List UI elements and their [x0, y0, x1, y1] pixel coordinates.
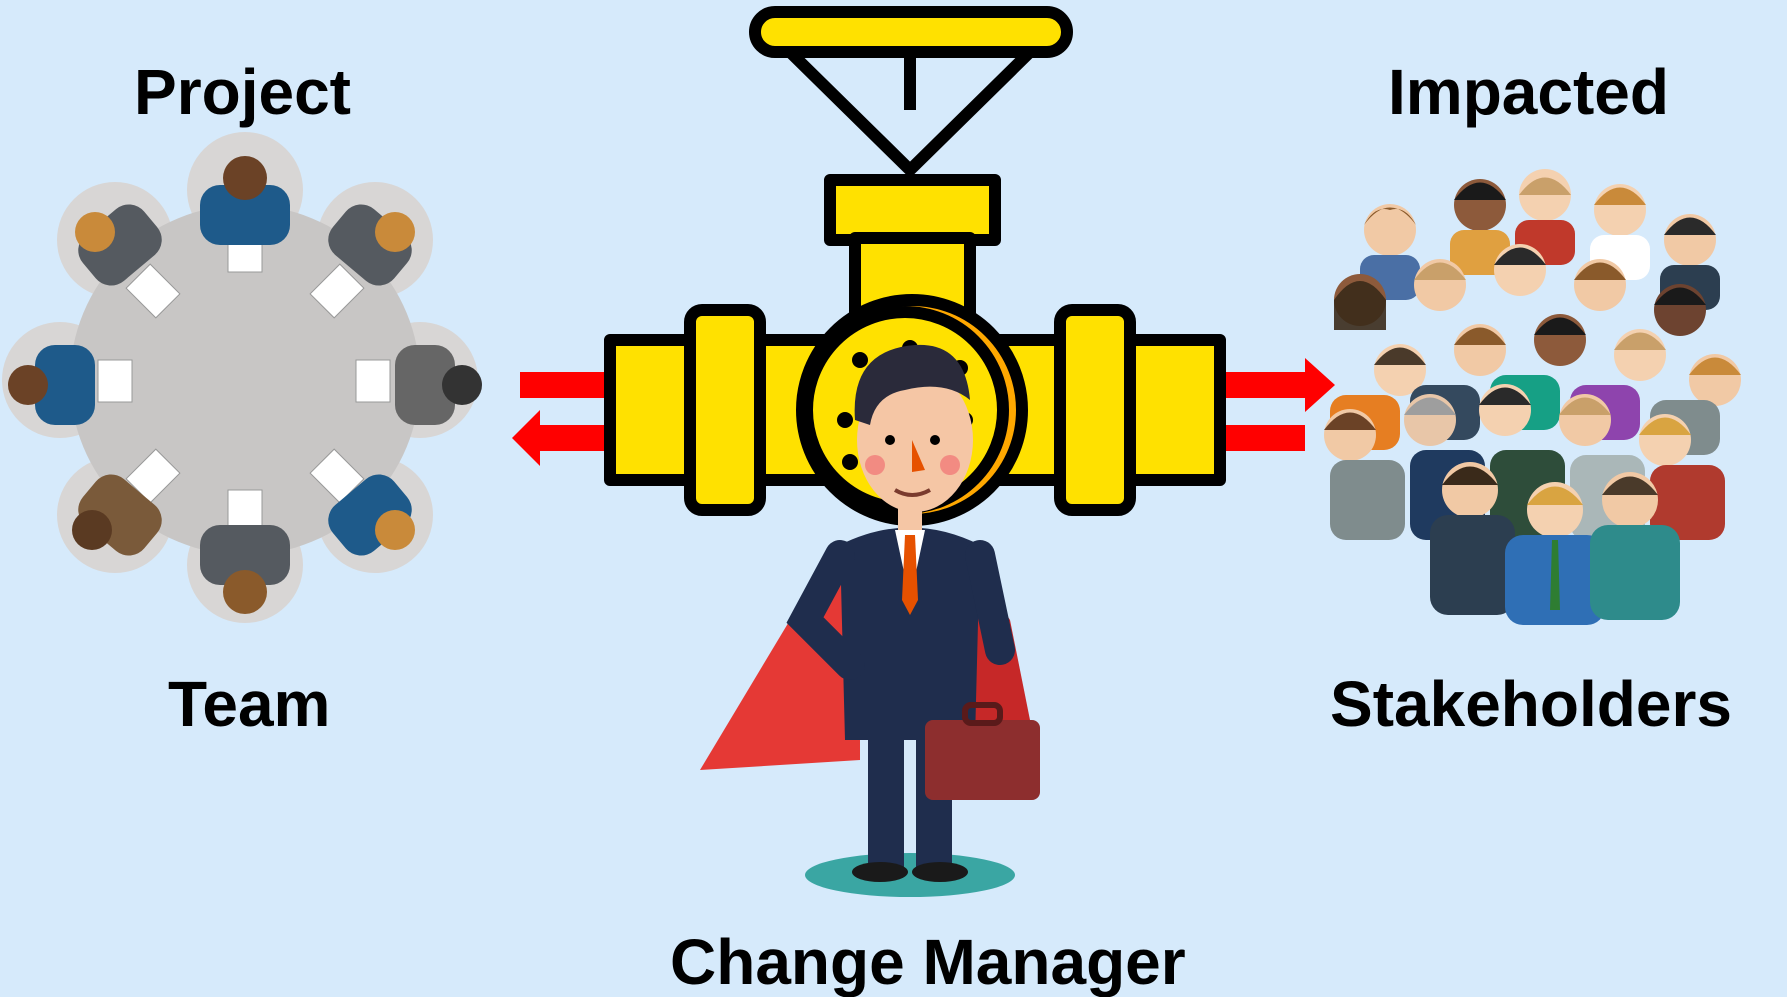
- impacted-label: Impacted: [1388, 60, 1669, 124]
- project-label: Project: [134, 60, 351, 124]
- meeting-table-icon: [2, 132, 482, 623]
- team-label: Team: [168, 672, 330, 736]
- stakeholders-label: Stakeholders: [1330, 672, 1732, 736]
- change-manager-label: Change Manager: [670, 930, 1186, 994]
